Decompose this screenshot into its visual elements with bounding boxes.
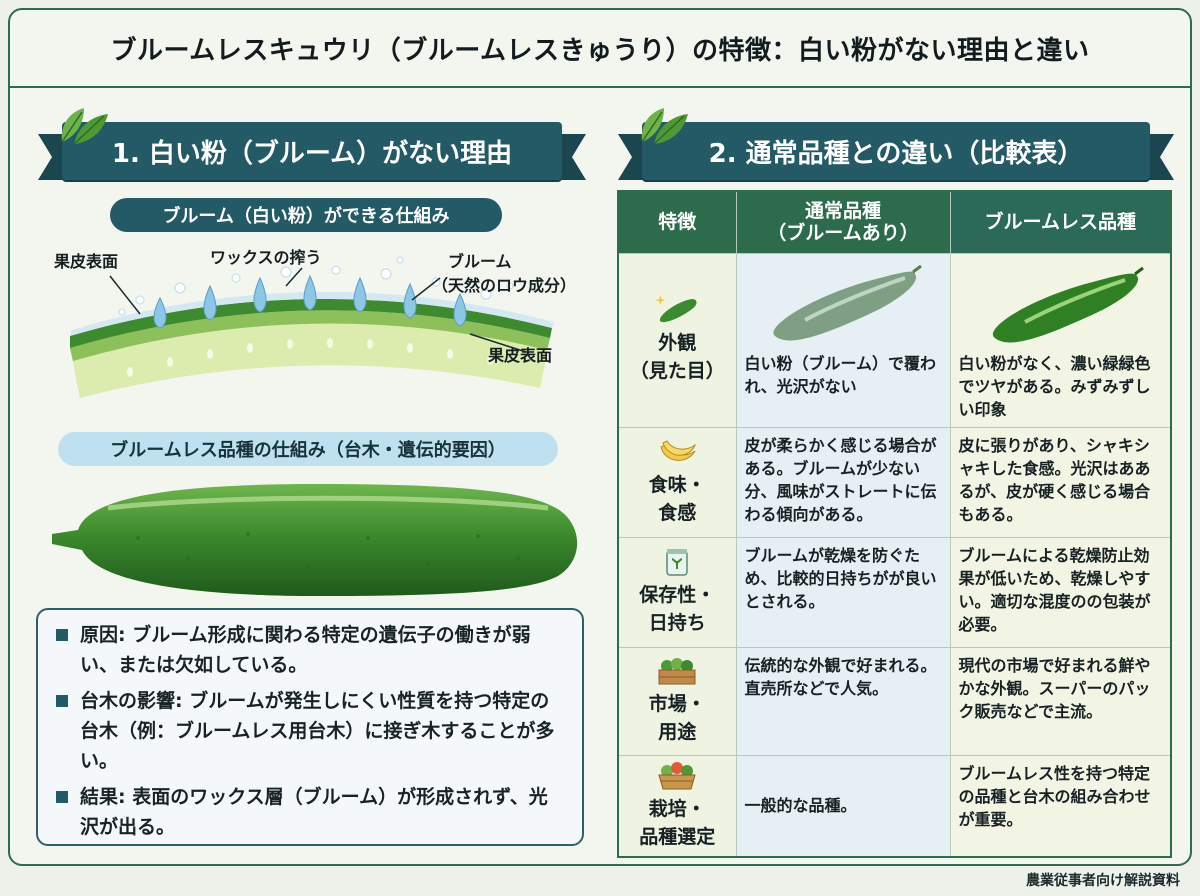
normal-text: 伝統的な外観で好まれる。直売所などで人気。 xyxy=(735,646,951,756)
bloomless-text: 皮に張りがあり、シャキシャキした食感。光沢はああるが、皮が硬く感じる場合もある。 xyxy=(949,426,1172,538)
section1-heading: 1. 白い粉（ブルーム）がない理由 xyxy=(62,122,562,180)
cucumber-sparkle-icon xyxy=(655,295,697,323)
table-row: 外観 （見た目） 白い粉（ブルーム）で覆われ、光沢がない 白い粉がなく、濃い緑緑… xyxy=(617,252,1172,428)
page-title: ブルームレスキュウリ（ブルームレスきゅうり）の特徴：白い粉がない理由と違い xyxy=(110,35,1090,66)
label-peel-surface-right: 果皮表面 xyxy=(488,346,553,365)
cucumber-illustration xyxy=(52,484,578,596)
bloomless-text: 白い粉がなく、濃い緑緑色でツヤがある。みずみずしい印象 xyxy=(958,353,1151,419)
storage-jar-icon xyxy=(666,549,688,576)
bullet-square-icon xyxy=(56,695,68,707)
notes-box: 原因: ブルーム形成に関わる特定の遺伝子の働きが弱い、または欠如している。 台木… xyxy=(36,608,584,846)
bloomless-cucumber-image xyxy=(992,266,1144,342)
peel-cross-section xyxy=(70,256,554,398)
normal-text: 一般的な品種。 xyxy=(735,754,951,858)
note-item: 結果: 表面のワックス層（ブルーム）が形成されず、光沢が出る。 xyxy=(56,782,566,842)
feature-label: 外観 （見た目） xyxy=(629,332,725,382)
title-bar: ブルームレスキュウリ（ブルームレスきゅうり）の特徴：白い粉がない理由と違い xyxy=(10,10,1190,88)
section2-heading: 2. 通常品種との違い（比較表） xyxy=(642,122,1150,180)
table-row: 市場・ 用途 伝統的な外観で好まれる。直売所などで人気。 現代の市場で好まれる鮮… xyxy=(617,646,1172,756)
label-peel-surface-left: 果皮表面 xyxy=(54,252,119,271)
label-bloom: ブルーム xyxy=(448,252,512,271)
header-normal: 通常品種 （ブルームあり） xyxy=(735,190,951,254)
feature-label: 栽培・ 品種選定 xyxy=(639,797,716,848)
bloom-diagram: 果皮表面 ワックスの搾う ブルーム （天然のロウ成分） 果皮表面 xyxy=(40,238,600,428)
bloomless-text: ブルームによる乾燥防止効果が低いため、乾燥しやすい。適切な混度のの包装が必要。 xyxy=(949,536,1172,648)
section1-ribbon: 1. 白い粉（ブルーム）がない理由 xyxy=(32,108,592,186)
footer-note: 農業従事者向け解説資料 xyxy=(1026,873,1180,889)
feature-label: 保存性・ 日持ち xyxy=(639,584,716,634)
leaf-icon xyxy=(61,108,108,145)
leaf-icon xyxy=(641,108,688,145)
note-item: 原因: ブルーム形成に関わる特定の遺伝子の働きが弱い、または欠如している。 xyxy=(56,620,566,680)
banana-icon xyxy=(660,440,697,461)
table-row: 栽培・ 品種選定 一般的な品種。 ブルームレス性を持つ特定の品種と台木の組み合わ… xyxy=(617,754,1172,858)
bullet-square-icon xyxy=(56,791,68,803)
table-row: 保存性・ 日持ち ブルームが乾燥を防ぐため、比較的日持ちがが良いとされる。 ブル… xyxy=(617,536,1172,648)
normal-text: 白い粉（ブルーム）で覆われ、光沢がない xyxy=(744,353,937,396)
label-bloom-note: （天然のロウ成分） xyxy=(432,276,577,295)
vegetable-crate-icon xyxy=(658,658,696,685)
bloomless-text: 現代の市場で好まれる鮮やかな外観。スーパーのパック販売などで主流。 xyxy=(949,646,1172,756)
mechanism-title: ブルーム（白い粉）ができる仕組み xyxy=(110,198,502,232)
bloom-cucumber-image xyxy=(772,264,922,340)
section2-ribbon: 2. 通常品種との違い（比較表） xyxy=(612,108,1180,186)
comparison-table: 特徴 通常品種 （ブルームあり） ブルームレス品種 外観 （見た目） 白い粉（ブ… xyxy=(617,190,1172,858)
header-bloomless: ブルームレス品種 xyxy=(949,190,1172,254)
normal-text: ブルームが乾燥を防ぐため、比較的日持ちがが良いとされる。 xyxy=(735,536,951,648)
label-wax-secretion: ワックスの搾う xyxy=(210,248,322,267)
feature-label: 食味・ 食感 xyxy=(648,474,706,524)
table-header-row: 特徴 通常品種 （ブルームあり） ブルームレス品種 xyxy=(617,190,1172,254)
table-row: 食味・ 食感 皮が柔らかく感じる場合がある。ブルームが少ない分、風味がストレート… xyxy=(617,426,1172,538)
bullet-square-icon xyxy=(56,629,68,641)
vegetable-basket-icon xyxy=(658,761,696,790)
normal-text: 皮が柔らかく感じる場合がある。ブルームが少ない分、風味がストレートに伝わる傾向が… xyxy=(735,426,951,538)
feature-label: 市場・ 用途 xyxy=(648,693,706,743)
bloomless-title: ブルームレス品種の仕組み（台木・遺伝的要因） xyxy=(58,432,558,466)
header-feature: 特徴 xyxy=(617,190,737,254)
note-item: 台木の影響: ブルームが発生しにくい性質を持つ特定の台木（例：ブルームレス用台木… xyxy=(56,686,566,776)
bloomless-text: ブルームレス性を持つ特定の品種と台木の組み合わせが重要。 xyxy=(949,754,1172,858)
